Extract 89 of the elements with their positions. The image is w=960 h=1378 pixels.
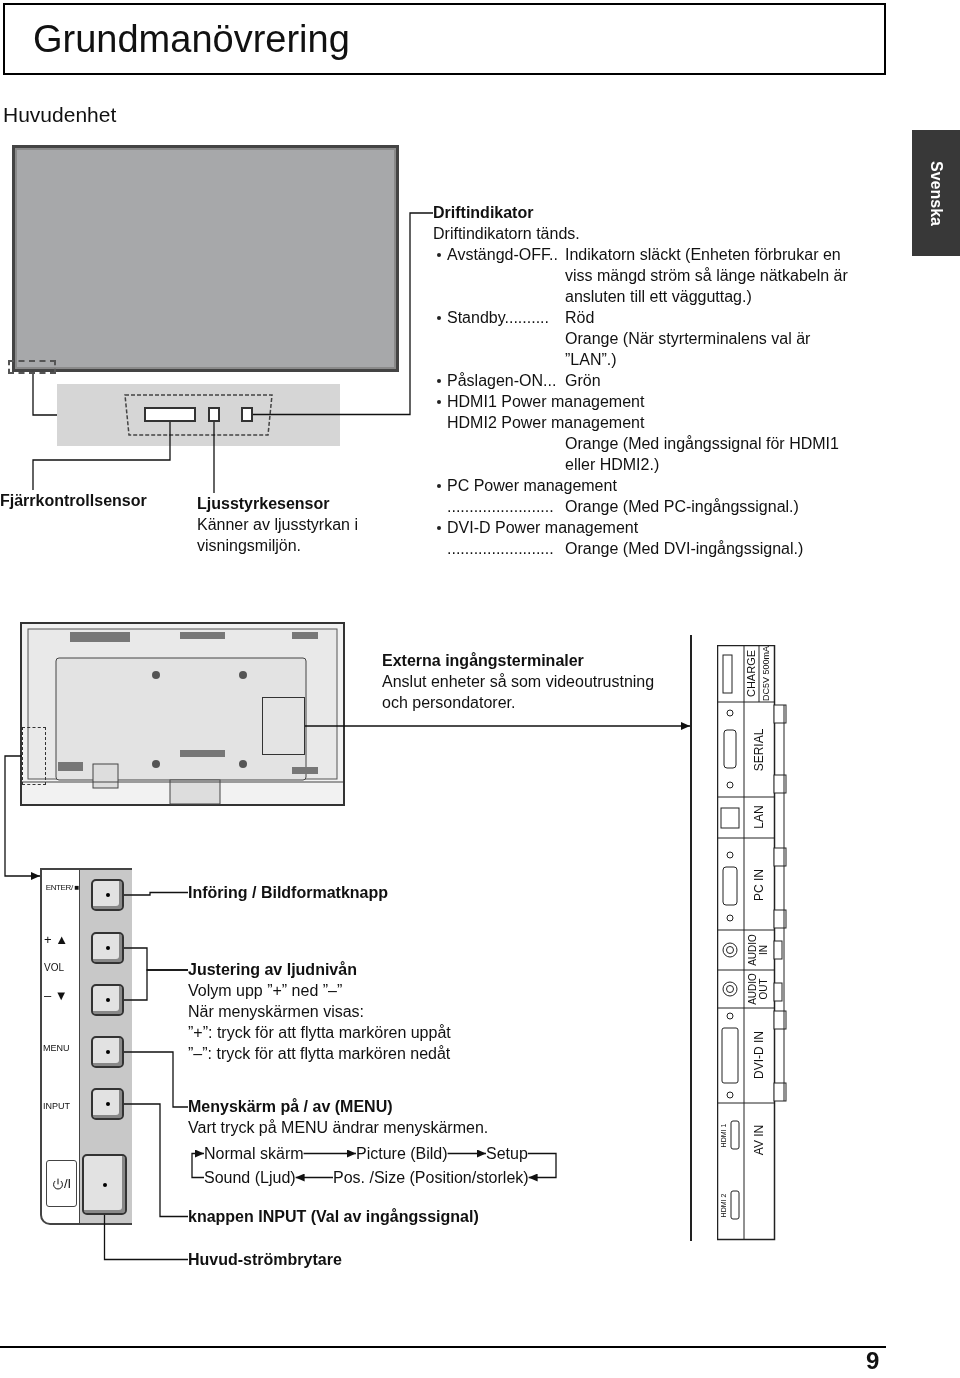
callout-text: När menyskärmen visas: — [188, 1003, 365, 1020]
language-tab-label: Svenska — [927, 160, 946, 226]
port-label: DVI-D IN — [752, 1030, 766, 1081]
port-label: AUDIO IN — [747, 933, 770, 968]
status-label: DVI-D Power management — [447, 518, 639, 538]
callout-label: Huvud-strömbrytare — [188, 1251, 342, 1268]
leader-line — [123, 891, 189, 896]
callout-text: Känner av ljusstyrkan i visningsmiljön. — [197, 516, 358, 554]
panel-button-drawing — [91, 879, 124, 911]
callout-heading: Driftindikator — [433, 204, 534, 221]
callout-label: Införing / Bildformatknapp — [188, 884, 388, 901]
status-description: Orange (Med DVI-ingångssignal.) — [565, 540, 804, 557]
button-caption: – ▼ — [44, 988, 69, 1003]
page-title: Grundmanövrering — [3, 3, 886, 75]
arrow — [302, 1149, 357, 1158]
port-label: CHARGE — [744, 648, 758, 699]
leader-line — [103, 1214, 189, 1261]
menu-item-label: Pos. /Size (Position/storlek) — [333, 1169, 529, 1186]
callout-label: Fjärrkontrollsensor — [0, 492, 147, 509]
remote-sensor-window — [144, 407, 196, 422]
status-label: Påslagen-ON... — [447, 372, 557, 389]
button-caption: ENTER/ ■ — [44, 882, 79, 893]
arrow — [191, 1149, 205, 1179]
callout-heading: Ljusstyrkesensor — [197, 495, 330, 512]
light-sensor-window — [208, 407, 220, 422]
panel-button-drawing — [91, 1088, 124, 1120]
callout-text: Anslut enheter så som videoutrustning och persondatorer. — [382, 672, 656, 713]
status-label: HDMI1 Power management — [447, 392, 645, 412]
callout-text: ”–”: tryck för att flytta markören nedåt — [188, 1045, 451, 1062]
panel-button-drawing — [91, 984, 124, 1016]
callout-text: Driftindikatorn tänds. — [433, 225, 580, 242]
leader-line — [123, 1103, 189, 1218]
status-label: Standby.......... — [447, 309, 549, 326]
section-heading: Huvudenhet — [3, 104, 117, 125]
button-caption: /I — [63, 1174, 72, 1193]
status-description: Indikatorn släckt (Enheten förbrukar en viss mängd ström så länge nätkabeln är ansluten till ett vägguttag.) — [565, 246, 848, 305]
status-description: Orange (Med ingångssignal för HDMI1 eller HDMI2.) — [565, 435, 839, 473]
port-label: PC IN — [752, 868, 766, 903]
arrow — [295, 1173, 334, 1182]
button-caption: INPUT — [43, 1100, 71, 1112]
callout-label: knappen INPUT (Val av ingångssignal) — [188, 1208, 479, 1225]
dashed-highlight-box — [22, 727, 46, 785]
arrow — [304, 722, 691, 730]
port-label: SERIAL — [752, 727, 766, 774]
power-button-drawing — [82, 1154, 127, 1215]
display-screen-drawing — [12, 145, 399, 372]
leader-line — [123, 1051, 189, 1108]
arrow — [446, 1149, 487, 1158]
indicator-window — [241, 407, 253, 422]
callout-heading: Justering av ljudnivån — [188, 961, 357, 978]
menu-item-label: Setup — [486, 1145, 528, 1162]
menu-item-label: Normal skärm — [204, 1145, 304, 1162]
callout-text: ”+”: tryck för att flytta markören uppåt — [188, 1024, 451, 1041]
terminal-area-box — [262, 697, 305, 755]
status-label: PC Power management — [447, 476, 617, 496]
menu-item-label: Picture (Bild) — [356, 1145, 448, 1162]
button-caption: VOL — [44, 962, 65, 974]
status-description: Röd — [565, 309, 595, 326]
port-label: LAN — [752, 804, 766, 831]
button-caption: + ▲ — [44, 932, 70, 947]
menu-item-label: Sound (Ljud) — [204, 1169, 296, 1186]
status-label: HDMI2 Power management — [447, 413, 645, 433]
leader-line — [32, 421, 171, 491]
status-label: ........................ — [447, 540, 554, 557]
status-label: ........................ — [447, 498, 554, 515]
port-label: DC5V 500mA — [760, 645, 772, 701]
control-panel-drawing — [40, 868, 132, 1225]
status-description: Orange (Med PC-ingångssignal.) — [565, 498, 799, 515]
button-caption: MENU — [43, 1042, 71, 1054]
leader-line — [213, 421, 215, 494]
callout-heading: Externa ingångsterminaler — [382, 651, 584, 671]
panel-button-drawing — [91, 1036, 124, 1068]
port-label: AV IN — [752, 1123, 766, 1158]
sensor-panel-closeup — [57, 384, 340, 446]
leader-line — [32, 373, 58, 416]
panel-button-drawing — [91, 932, 124, 964]
page-number: 9 — [866, 1350, 880, 1371]
callout-text: Volym upp ”+” ned ”–” — [188, 982, 343, 999]
status-description: Grön — [565, 372, 601, 389]
callout-heading: Menyskärm på / av (MENU) — [188, 1098, 393, 1115]
port-label: AUDIO OUT — [747, 972, 770, 1007]
status-label: Avstängd-OFF.. — [447, 246, 558, 263]
leader-line — [252, 212, 434, 416]
language-tab — [912, 130, 960, 256]
callout-text: Vart tryck på MENU ändrar menyskärmen. — [188, 1119, 489, 1136]
arrow — [4, 755, 41, 880]
leader-line — [123, 969, 189, 1001]
status-description: Orange (När styrterminalens val är ”LAN”.) — [565, 330, 811, 368]
arrow — [527, 1152, 557, 1182]
